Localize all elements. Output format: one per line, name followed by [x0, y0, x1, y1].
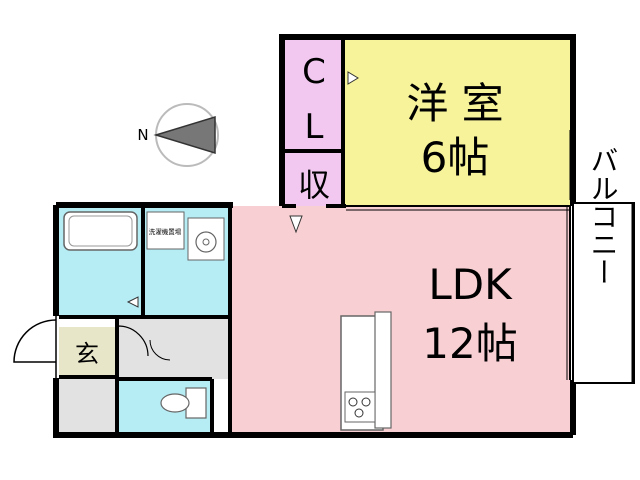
- north-arrow-icon: [153, 115, 216, 155]
- balcony-window: [346, 130, 571, 380]
- kitchen-counter: [340, 311, 392, 431]
- entrance-door: [13, 316, 57, 378]
- ldk-label: LDK: [428, 260, 513, 309]
- washing-machine-label: 洗濯機置場: [149, 227, 182, 236]
- balcony: [572, 202, 635, 384]
- entrance-area: [59, 327, 117, 377]
- closet-label-l: L: [305, 107, 324, 147]
- wash-door-swing: [149, 339, 171, 361]
- compass-north-label: N: [137, 126, 148, 144]
- balcony-label: バルコニー: [587, 146, 620, 286]
- western-room-label: 洋 室: [406, 79, 503, 128]
- closet-label-c: C: [302, 52, 326, 92]
- hall-area: [117, 317, 230, 379]
- washing-machine-space: 洗濯機置場: [146, 211, 185, 250]
- hall-door: [117, 325, 149, 357]
- compass: N: [137, 103, 219, 167]
- western-room-area: [343, 40, 570, 206]
- ldk-size: 12帖: [422, 319, 517, 368]
- storage-area: [285, 151, 343, 206]
- interior-walls: [59, 37, 346, 435]
- western-room-size: 6帖: [421, 133, 490, 182]
- bath-door-marker: [126, 296, 139, 308]
- closet-area: [285, 40, 343, 151]
- shoe-storage-area: [59, 377, 117, 432]
- ldk-door-marker: [289, 215, 303, 234]
- entrance-label: 玄: [75, 340, 99, 368]
- toilet-fixture: [160, 387, 207, 419]
- storage-label: 収: [298, 166, 330, 204]
- bathtub: [63, 211, 138, 251]
- closet-door-marker: [347, 71, 359, 85]
- wash-basin: [187, 217, 225, 261]
- ldk-area: [230, 206, 570, 432]
